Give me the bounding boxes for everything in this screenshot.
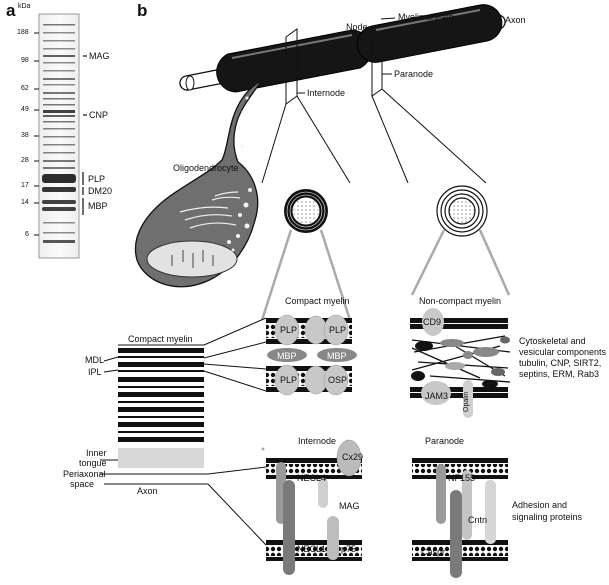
node-label: Node (346, 22, 368, 32)
components-line-1: Cytoskeletal and (519, 336, 586, 346)
necl4-label: NECL4 (297, 473, 327, 483)
compact-cross-section (284, 189, 328, 233)
noncompact-cd9: CD9 (423, 317, 442, 327)
cntn-label: Cntn (468, 515, 488, 525)
marker-6: 6 (25, 231, 29, 238)
adhesion-line-2: signaling proteins (512, 512, 583, 522)
components-line-2: vesicular components (519, 347, 607, 357)
myelin-sheath-label: Myelin sheath (398, 12, 454, 22)
paranode-proteins (436, 464, 496, 578)
oligodendrocyte-label: Oligodendrocyte (173, 163, 239, 173)
left-compact-title: Compact myelin (128, 334, 193, 344)
oligodendrocyte-cell (134, 79, 263, 288)
left-axon-label: Axon (137, 486, 158, 496)
ipl-label: IPL (88, 367, 102, 377)
compact-mbp-2: MBP (327, 351, 347, 361)
compact-plp-1: PLP (280, 325, 298, 335)
inner-tongue-line-1: Inner (86, 448, 107, 458)
internode-proteins (276, 439, 362, 575)
paranode-box-title: Paranode (425, 436, 465, 446)
noncompact-cross-section (436, 185, 488, 237)
inner-tongue (118, 448, 204, 468)
paranode-top-label: Paranode (394, 69, 434, 79)
mbp-proteins (267, 348, 357, 362)
p75-label: p75 (341, 544, 357, 554)
top-leaders (261, 17, 502, 184)
kda-unit: kDa (18, 3, 31, 10)
marker-188: 188 (17, 29, 29, 36)
mag-label: MAG (339, 501, 360, 511)
marker-14: 14 (21, 199, 29, 206)
compact-plp-3: PLP (280, 375, 298, 385)
noncompact-jam3: JAM3 (425, 391, 449, 401)
components-line-4: septins, ERM, Rab3 (519, 369, 600, 379)
internode-membranes (266, 458, 362, 561)
band-dm20: DM20 (88, 186, 113, 196)
noncompact-title: Non-compact myelin (419, 296, 502, 306)
internode-top-label: Internode (307, 88, 346, 98)
zoom-guides (260, 229, 511, 451)
nf155-label: NF155 (448, 473, 476, 483)
cx29-label: Cx29 (342, 452, 364, 462)
periaxonal-line-1: Periaxonal (63, 469, 106, 479)
compact-title: Compact myelin (285, 296, 350, 306)
marker-38: 38 (21, 132, 29, 139)
axon-top-label: Axon (505, 15, 526, 25)
panel-b-label: b (137, 1, 148, 20)
compact-osp: OSP (328, 375, 348, 385)
band-cnp: CNP (89, 110, 109, 120)
marker-17: 17 (21, 182, 29, 189)
band-mbp: MBP (88, 201, 108, 211)
necl1-label: NECL1 (297, 544, 327, 554)
gel-band-brackets (82, 55, 87, 215)
marker-28: 28 (21, 157, 29, 164)
inner-tongue-line-2: tongue (79, 458, 107, 468)
internode-box-title: Internode (298, 436, 337, 446)
noncompact-proteins (411, 308, 510, 418)
marker-49: 49 (21, 106, 29, 113)
lamellae-stack (118, 348, 204, 442)
band-mag: MAG (89, 51, 110, 61)
gel-lane (38, 13, 80, 259)
compact-mbp-1: MBP (277, 351, 297, 361)
marker-98: 98 (21, 57, 29, 64)
noncompact-opalin: Opalin (463, 391, 470, 412)
left-leaders (100, 317, 267, 546)
panel-a-label: a (6, 1, 16, 20)
caspr-label: Caspr (421, 547, 446, 557)
noncompact-membranes (410, 318, 508, 398)
compact-proteins (274, 314, 349, 396)
components-line-3: tubulin, CNP, SIRT2, (519, 358, 602, 368)
periaxonal-line-2: space (70, 479, 95, 489)
mdl-label: MDL (85, 355, 105, 365)
band-plp: PLP (88, 174, 106, 184)
gel-marker-ticks (34, 32, 39, 236)
compact-plp-2: PLP (329, 325, 347, 335)
axon-fiber (179, 4, 506, 93)
adhesion-line-1: Adhesion and (512, 500, 568, 510)
marker-62: 62 (21, 85, 29, 92)
